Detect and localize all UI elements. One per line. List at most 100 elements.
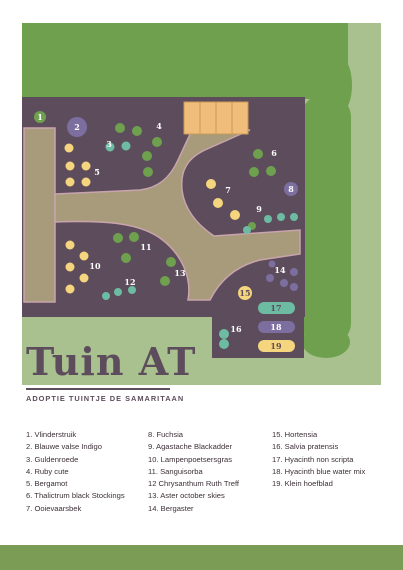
legend-item: 8. Fuchsia: [148, 430, 184, 439]
teal-plant-marker: [243, 226, 251, 234]
page-subtitle: ADOPTIE TUINTJE DE SAMARITAAN: [26, 394, 185, 403]
legend-item: 3. Guldenroede: [26, 454, 79, 464]
bed-pill: [258, 302, 295, 314]
yellow-plant-marker: [79, 273, 89, 283]
teal-plant-marker: [114, 288, 122, 296]
bed-badge: [34, 111, 46, 123]
hedge-bottom: [302, 326, 350, 358]
bed-label-3: 3: [106, 139, 112, 149]
title-divider: [26, 388, 170, 390]
yellow-plant-marker: [65, 240, 75, 250]
blue-plant-marker: [268, 260, 276, 268]
green-plant-marker: [113, 233, 123, 243]
green-plant-marker: [253, 149, 263, 159]
bed-label-19: 19: [270, 341, 282, 351]
legend-column-1: 1. Vlinderstruik 2. Blauwe valse Indigo …: [26, 430, 125, 516]
legend-column-2: 8. Fuchsia 9. Agastache Blackadder 10. L…: [148, 430, 239, 516]
bed-label-11: 11: [140, 242, 151, 252]
legend-item: 7. Ooievaarsbek: [26, 503, 82, 513]
yellow-plant-marker: [81, 177, 91, 187]
legend-item: 6. Thalictrum black Stockings: [26, 491, 125, 501]
legend-item: 9. Agastache Blackadder: [148, 442, 233, 452]
legend-item: 5. Bergamot: [26, 479, 68, 489]
bed-label-9: 9: [256, 204, 262, 214]
yellow-plant-marker: [79, 251, 89, 261]
teal-plant-marker: [219, 339, 229, 349]
bed-label-4: 4: [156, 121, 162, 131]
legend-item: 4. Ruby cute: [26, 466, 69, 476]
green-plant-marker: [160, 276, 170, 286]
yellow-plant-marker: [230, 210, 240, 220]
bed-label-15: 15: [239, 288, 250, 298]
green-plant-marker: [121, 253, 131, 263]
legend-item: 2. Blauwe valse Indigo: [26, 442, 102, 452]
green-plant-marker: [115, 123, 125, 133]
hedge-right: [301, 95, 351, 345]
legend-item: 10. Lampenpoetsersgras: [148, 454, 233, 464]
teal-plant-marker: [264, 215, 272, 223]
bed-badge: [238, 286, 252, 300]
green-plant-marker: [132, 126, 142, 136]
legend-item: 15. Hortensia: [272, 430, 318, 439]
bed-label-8: 8: [288, 184, 294, 194]
green-plant-marker: [266, 166, 276, 176]
yellow-plant-marker: [213, 198, 223, 208]
legend-item: 14. Bergaster: [148, 503, 194, 513]
legend-item: 18. Hyacinth blue water mix: [272, 466, 366, 476]
bed-label-17: 17: [270, 303, 281, 313]
teal-plant-marker: [105, 142, 115, 152]
bed-label-6: 6: [271, 148, 277, 158]
teal-plant-marker: [128, 286, 136, 294]
yellow-plant-marker: [65, 161, 75, 171]
legend-item: 17. Hyacinth non scripta: [272, 454, 354, 464]
bed-pill: [258, 340, 295, 352]
legend-item: 16. Salvia pratensis: [272, 442, 339, 452]
teal-plant-marker: [277, 213, 285, 221]
legend-item: 12 Chrysanthum Ruth Treff: [148, 479, 240, 489]
plant-markers: [34, 111, 298, 352]
legend-column-3: 15. Hortensia 16. Salvia pratensis 17. H…: [272, 430, 365, 491]
bed-label-18: 18: [270, 322, 282, 332]
bed-label-13: 13: [174, 268, 186, 278]
bed-label-7: 7: [225, 185, 231, 195]
blue-plant-marker: [290, 283, 298, 291]
bed-label-12: 12: [124, 277, 135, 287]
bed-label-14: 14: [274, 265, 286, 275]
blue-plant-marker: [290, 268, 298, 276]
bed-label-2: 2: [74, 122, 80, 132]
yellow-plant-marker: [65, 284, 75, 294]
bed-pill: [258, 321, 295, 333]
teal-plant-marker: [102, 292, 110, 300]
yellow-plant-marker: [64, 143, 74, 153]
planter-boxes: [183, 101, 249, 135]
green-plant-marker: [166, 257, 176, 267]
hedge-top: [22, 23, 348, 99]
legend-item: 1. Vlinderstruik: [26, 430, 77, 439]
legend-item: 13. Aster october skies: [148, 491, 225, 501]
bed-badge: [284, 182, 298, 196]
teal-plant-marker: [219, 329, 229, 339]
green-plant-marker: [249, 167, 259, 177]
teal-plant-marker: [290, 213, 298, 221]
footer-band: [0, 545, 403, 570]
bed-label-10: 10: [89, 261, 101, 271]
yellow-plant-marker: [65, 177, 75, 187]
bed-label-16: 16: [230, 324, 242, 334]
yellow-plant-marker: [206, 179, 216, 189]
green-plant-marker: [142, 151, 152, 161]
bed-label-5: 5: [94, 167, 100, 177]
legend-item: 19. Klein hoefblad: [272, 479, 333, 489]
green-plant-marker: [152, 137, 162, 147]
legend-item: 11. Sanguisorba: [148, 466, 203, 476]
blue-plant-marker: [280, 279, 288, 287]
green-plant-marker: [129, 232, 139, 242]
green-plant-marker: [143, 167, 153, 177]
bed-label-1: 1: [37, 112, 43, 122]
page-title: Tuin AT: [26, 339, 197, 384]
yellow-plant-marker: [81, 161, 91, 171]
bed-badge: [67, 117, 87, 137]
teal-plant-marker: [121, 141, 131, 151]
yellow-plant-marker: [65, 262, 75, 272]
